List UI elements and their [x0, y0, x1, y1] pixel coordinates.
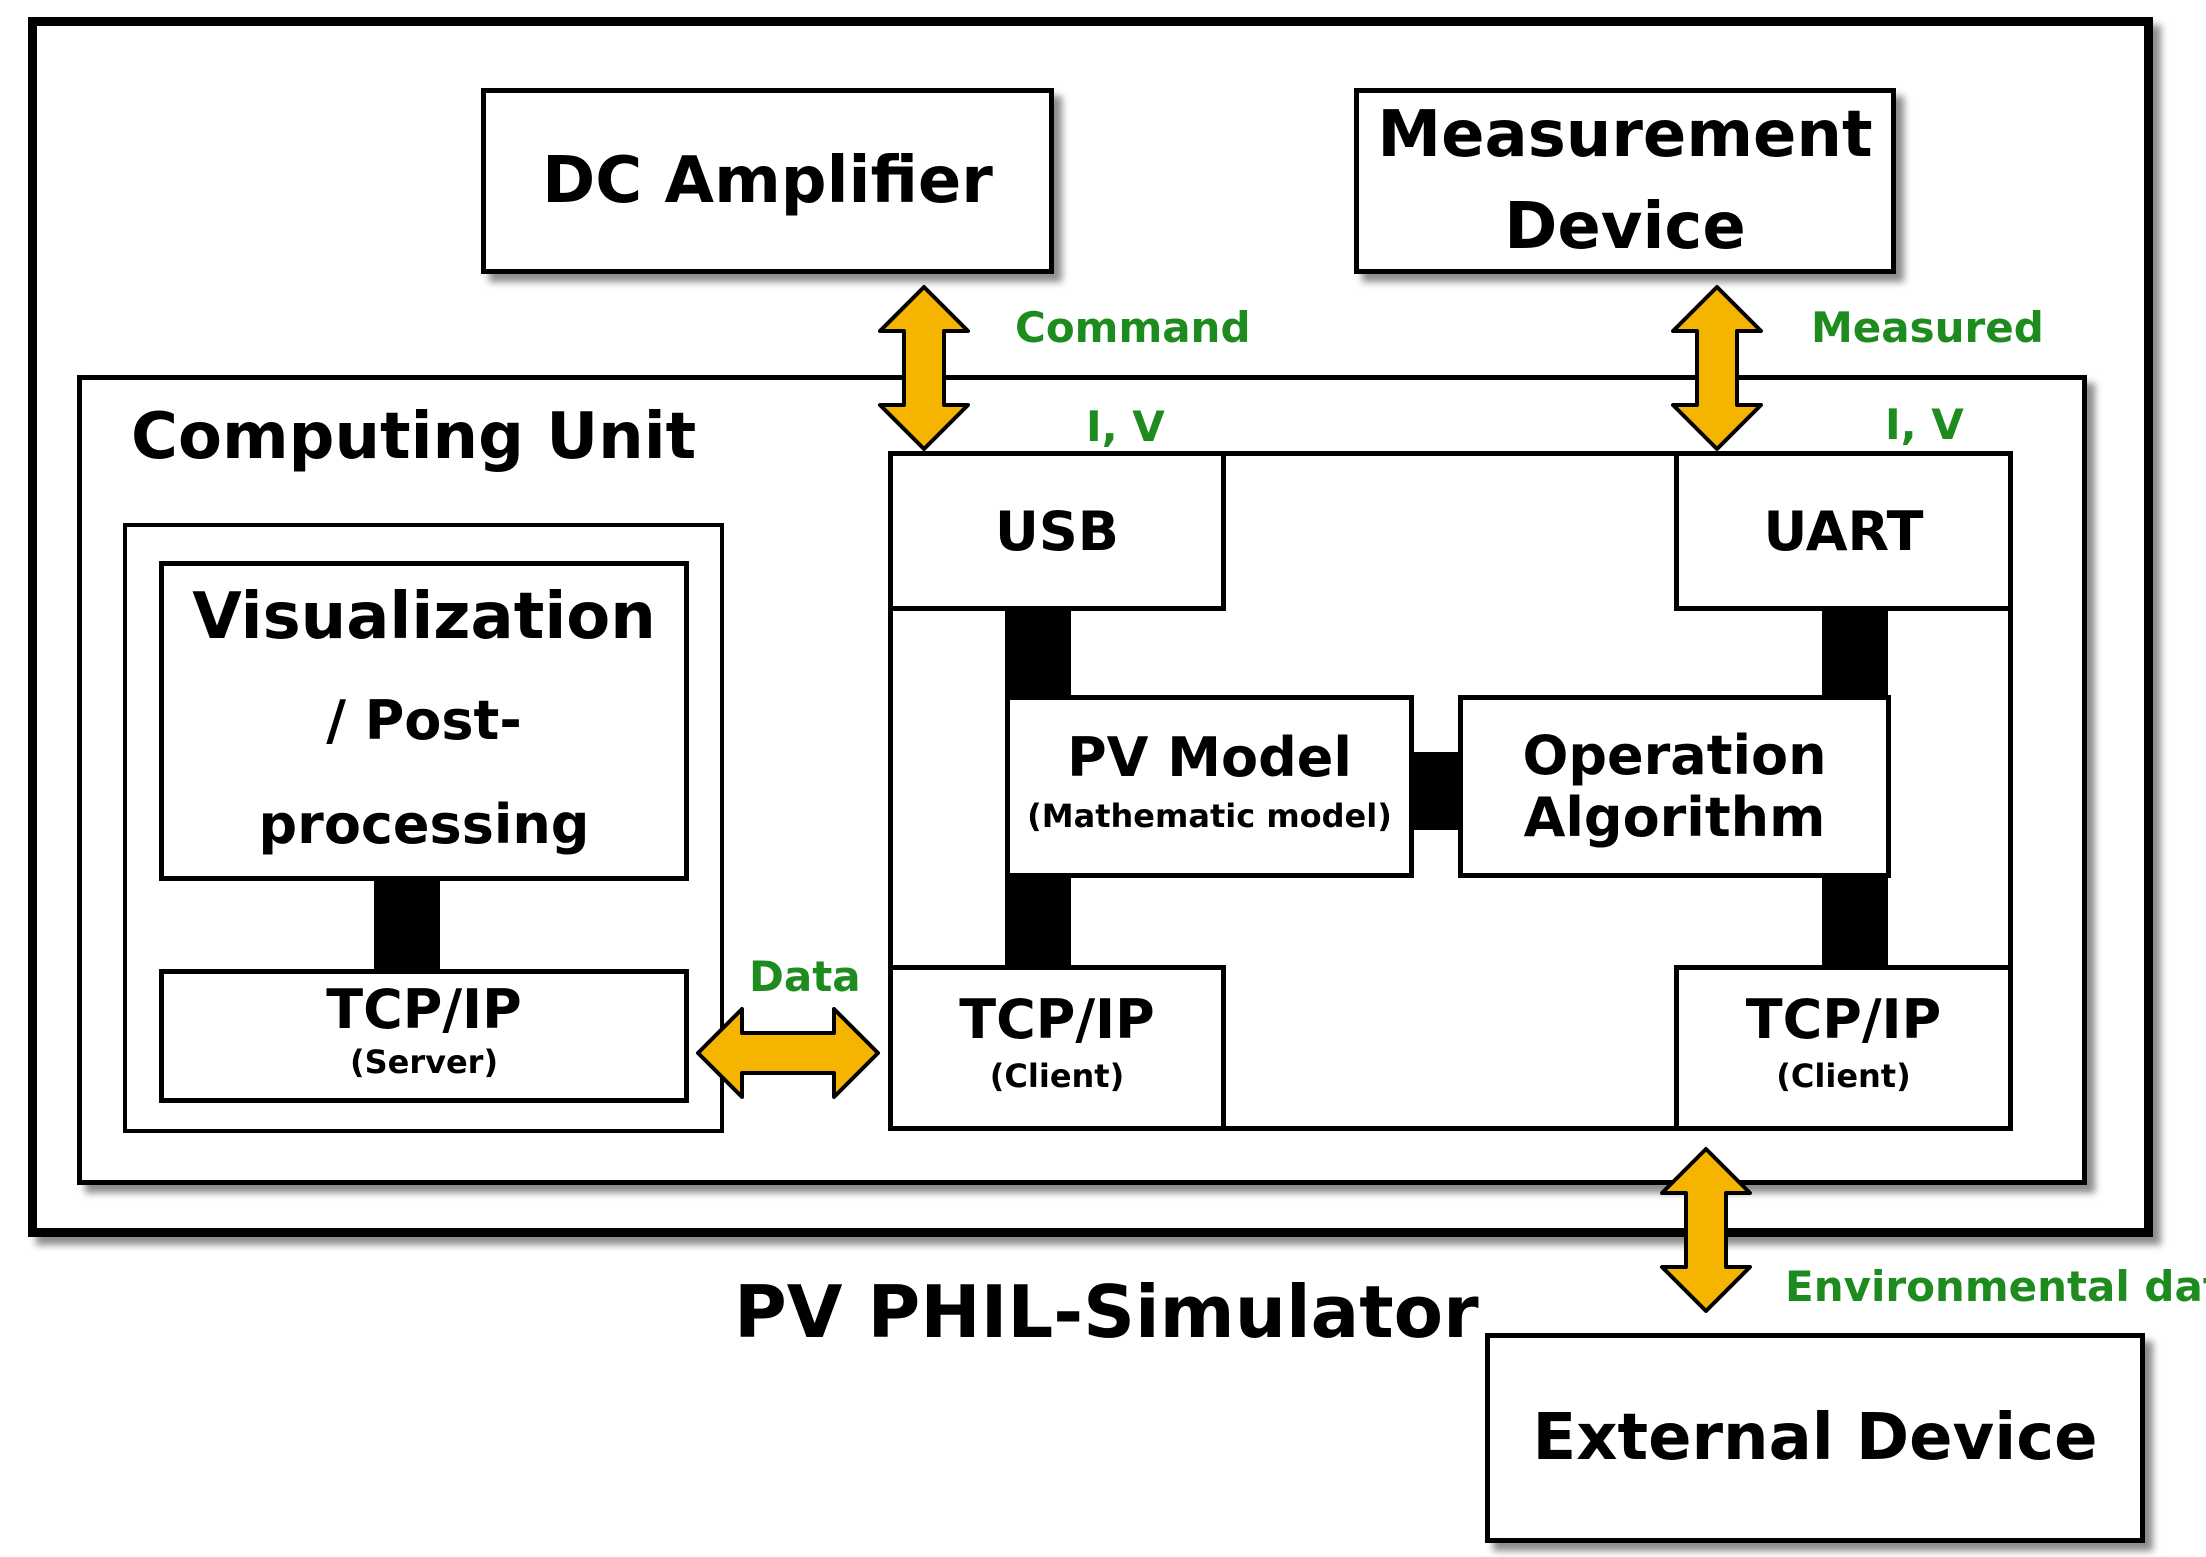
tcp-server-sublabel: (Server) [349, 1043, 499, 1081]
usb-block: USB [888, 451, 1226, 611]
pv-model-sublabel: (Mathematic model) [1027, 796, 1392, 835]
visualization-block: Visualization / Post-processing [159, 561, 689, 881]
pv-op-connector [1410, 752, 1462, 830]
uart-block: UART [1674, 451, 2013, 611]
tcp-client-left-sublabel: (Client) [989, 1057, 1125, 1095]
operation-algorithm-label-line1: Operation [1522, 723, 1827, 787]
pv-model-label: PV Model [1067, 725, 1352, 789]
tcp-client-right-sublabel: (Client) [1776, 1057, 1911, 1095]
tcp-client-right-block: TCP/IP (Client) [1674, 965, 2013, 1131]
tcp-client-left-block: TCP/IP (Client) [888, 965, 1226, 1131]
uart-label: UART [1763, 499, 1924, 563]
pv-model-block: PV Model (Mathematic model) [1005, 695, 1414, 878]
measured-label: Measured [1811, 303, 2044, 352]
op-tcp-connector [1822, 876, 1888, 968]
visualization-label-line2: / Post-processing [258, 689, 590, 856]
dc-amplifier-label: DC Amplifier [542, 144, 993, 218]
usb-pv-connector [1005, 611, 1071, 697]
simulator-title: PV PHIL-Simulator [734, 1270, 1479, 1354]
external-device-label: External Device [1532, 1401, 2098, 1475]
dc-amplifier-block: DC Amplifier [481, 88, 1054, 274]
iv-left-label: I, V [1086, 402, 1165, 451]
operation-algorithm-label-line2: Algorithm [1523, 785, 1826, 849]
measurement-device-label-line2: Device [1504, 190, 1746, 264]
measurement-device-label-line1: Measurement [1377, 98, 1873, 172]
command-arrow [878, 285, 970, 451]
command-label: Command [1015, 303, 1251, 352]
measurement-device-block: Measurement Device [1354, 88, 1896, 274]
tcp-server-label: TCP/IP [326, 978, 522, 1041]
computing-unit-label: Computing Unit [131, 400, 697, 474]
visualization-label-line1: Visualization [192, 580, 656, 654]
tcp-client-right-label: TCP/IP [1745, 988, 1942, 1051]
environmental-data-arrow [1660, 1147, 1752, 1313]
uart-op-connector [1822, 611, 1888, 697]
tcp-server-block: TCP/IP (Server) [159, 969, 689, 1103]
tcp-client-left-label: TCP/IP [959, 988, 1155, 1051]
operation-algorithm-block: Operation Algorithm [1458, 695, 1891, 878]
visualization-connector [374, 881, 440, 970]
data-label: Data [749, 952, 861, 1001]
environmental-data-label: Environmental data [1785, 1262, 2206, 1311]
iv-right-label: I, V [1885, 400, 1964, 449]
data-arrow [696, 1007, 880, 1099]
measured-arrow [1671, 285, 1763, 451]
usb-label: USB [995, 499, 1119, 563]
pv-tcp-connector [1005, 876, 1071, 968]
external-device-block: External Device [1485, 1333, 2145, 1543]
